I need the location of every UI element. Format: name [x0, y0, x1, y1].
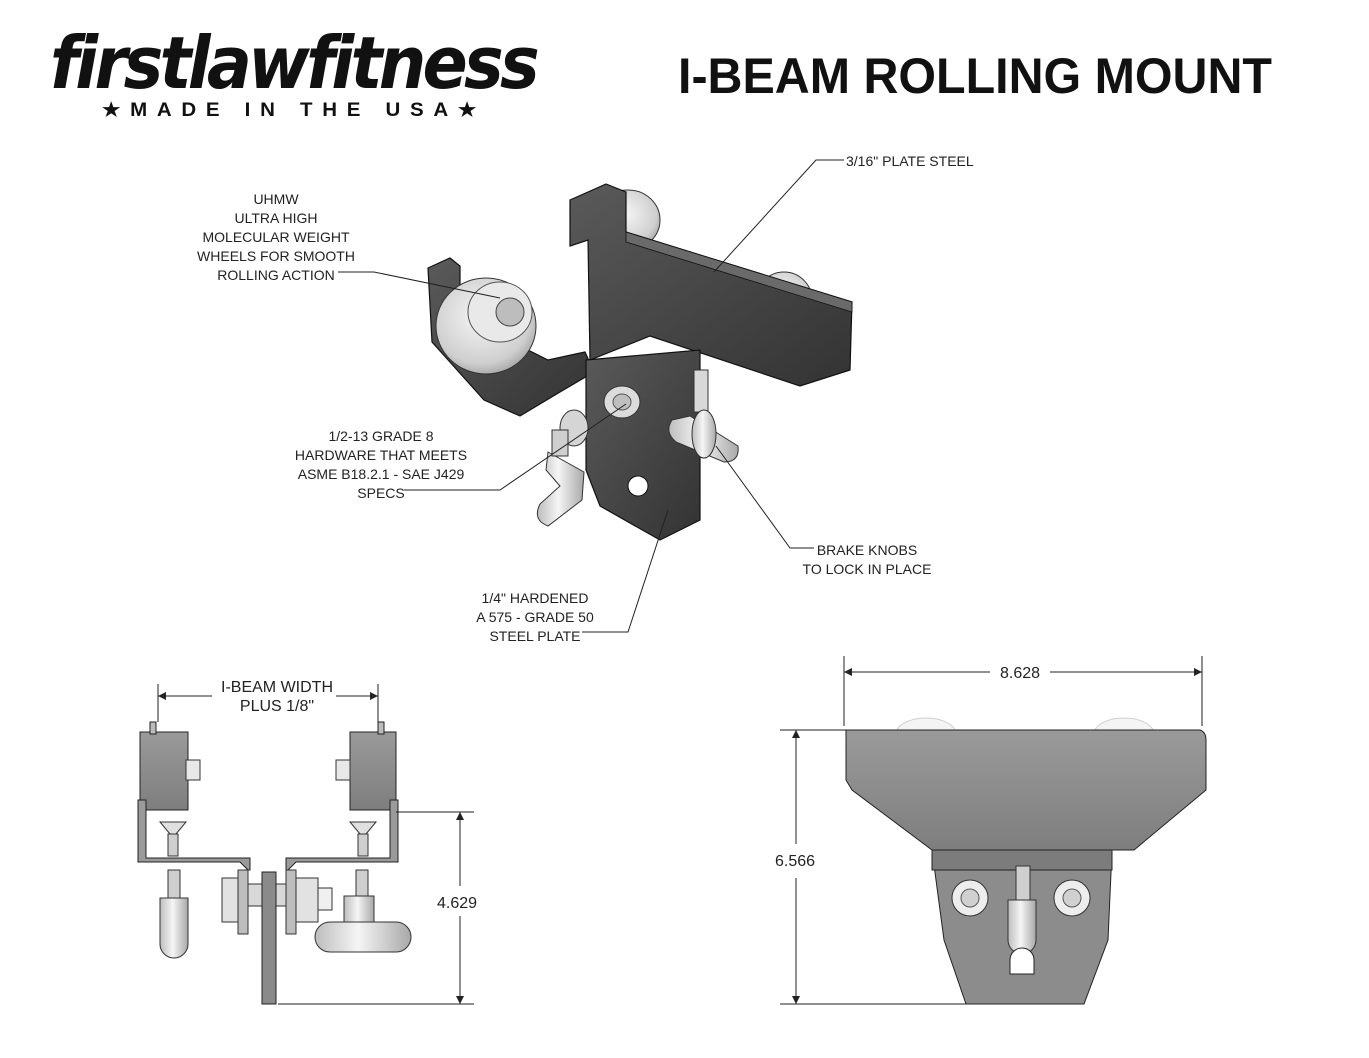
dim-front-width: 8.628	[1000, 665, 1040, 682]
logo-tagline: ★MADE IN THE USA★	[102, 100, 486, 121]
front-plate-shadow	[931, 849, 1113, 871]
center-washer-left	[237, 869, 249, 935]
center-nut-right	[295, 877, 319, 923]
leader-lines	[338, 159, 844, 633]
left-axle-bolt	[185, 759, 201, 781]
logo-text: firstlawfitness	[50, 21, 538, 105]
left-wheel-housing	[139, 731, 189, 811]
brake-rod-right-side	[355, 869, 369, 899]
brake-knob-left-icon	[536, 451, 585, 527]
front-view: 8.628 6.566	[775, 656, 1207, 1005]
center-nut-left	[221, 877, 239, 923]
center-washer-right	[285, 869, 297, 935]
bolt-left-center	[960, 888, 980, 908]
bolt-right-center	[1062, 888, 1082, 908]
dim-ibeam-width: I-BEAM WIDTH	[221, 679, 333, 696]
screw-left-shank	[167, 833, 179, 857]
callout-plate-steel: 3/16" PLATE STEEL	[846, 153, 974, 169]
screw-left-icon	[158, 821, 188, 835]
callout-brake: BRAKE KNOBS TO LOCK IN PLACE	[803, 542, 932, 577]
callout-line: MOLECULAR WEIGHT	[202, 229, 349, 245]
callout-line: TO LOCK IN PLACE	[803, 561, 932, 577]
left-tab	[149, 721, 157, 735]
callout-uhmw: UHMW ULTRA HIGH MOLECULAR WEIGHT WHEELS …	[197, 191, 355, 283]
front-brake-knob-icon	[1007, 899, 1037, 955]
brake-knob-stem	[691, 409, 717, 459]
brake-threaded-rod	[693, 369, 709, 413]
front-top-plate	[845, 729, 1207, 851]
leader-hardware	[404, 403, 627, 491]
top-plate-3-16	[569, 183, 853, 387]
callout-line: UHMW	[253, 191, 299, 207]
bolt-tip	[317, 887, 333, 911]
callout-hardware: 1/2-13 GRADE 8 HARDWARE THAT MEETS ASME …	[295, 428, 467, 501]
brake-knob-left-side-icon	[159, 897, 189, 959]
callout-line: ASME B18.2.1 - SAE J429	[298, 466, 465, 482]
right-tab	[377, 721, 385, 735]
right-axle-bolt	[335, 759, 351, 781]
leader-uhmw	[338, 271, 501, 299]
bolt-head	[612, 393, 632, 411]
callout-line: 1/4" HARDENED	[482, 590, 589, 606]
right-wheel-housing	[349, 731, 397, 811]
callout-line: A 575 - GRADE 50	[476, 609, 594, 625]
top-plate-edge	[625, 231, 853, 313]
leader-hardened	[582, 509, 669, 633]
brake-rod-left	[551, 429, 569, 457]
callout-line: ULTRA HIGH	[235, 210, 318, 226]
callout-line: HARDWARE THAT MEETS	[295, 447, 467, 463]
dim-front-height: 6.566	[775, 853, 815, 870]
front-brake-rod	[1015, 865, 1031, 901]
hanging-plate-side	[261, 871, 277, 1005]
left-bent-plate	[137, 799, 251, 871]
brand-logo: firstlawfitness ★MADE IN THE USA★	[50, 21, 542, 121]
callout-line: STEEL PLATE	[489, 628, 580, 644]
dim-ibeam-width-note: PLUS 1/8"	[240, 698, 314, 715]
page-title: I-BEAM ROLLING MOUNT	[678, 48, 1272, 104]
callout-line: 3/16" PLATE STEEL	[846, 153, 974, 169]
leader-plate-steel	[713, 159, 844, 273]
leader-brake	[715, 445, 814, 549]
callout-line: SPECS	[357, 485, 404, 501]
callout-line: BRAKE KNOBS	[817, 542, 917, 558]
callout-line: WHEELS FOR SMOOTH	[197, 248, 355, 264]
callout-line: ROLLING ACTION	[217, 267, 334, 283]
callout-line: 1/2-13 GRADE 8	[328, 428, 433, 444]
side-view: I-BEAM WIDTH PLUS 1/8"	[137, 679, 477, 1005]
front-plate-hole	[1009, 947, 1035, 975]
wheel-bolt-icon	[495, 297, 525, 327]
dim-side-height: 4.629	[437, 895, 477, 912]
screw-right-shank	[357, 833, 369, 857]
plate-hole	[627, 475, 649, 497]
brake-knob-hub	[343, 895, 375, 927]
brake-knob-right-side-icon	[314, 921, 412, 953]
isometric-view	[427, 183, 853, 541]
screw-right-icon	[348, 821, 378, 835]
callout-hardened: 1/4" HARDENED A 575 - GRADE 50 STEEL PLA…	[476, 590, 594, 644]
brake-rod-left-side	[167, 869, 181, 899]
